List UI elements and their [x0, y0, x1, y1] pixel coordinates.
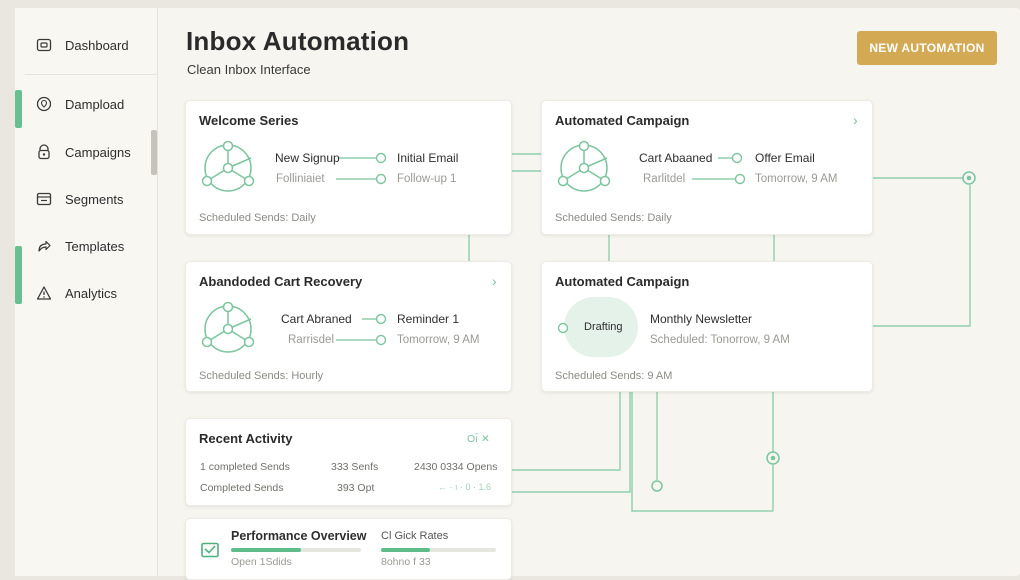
sidebar-item-label: Templates — [65, 238, 125, 254]
sidebar: Dashboard Dampload Campaigns Segments — [15, 8, 158, 576]
sidebar-item-label: Dampload — [65, 96, 125, 112]
newsletter-label: Monthly Newsletter — [650, 312, 753, 326]
open-rate-bar — [231, 548, 361, 552]
sidebar-item-dashboard[interactable]: Dashboard — [15, 28, 158, 62]
window-icon — [35, 190, 53, 208]
activity-cell: 1 completed Sends — [200, 461, 290, 473]
share-icon — [35, 237, 53, 255]
sidebar-item-label: Analytics — [65, 285, 118, 301]
action-label: Reminder 1 — [397, 312, 460, 326]
action-sublabel: Follow-up 1 — [397, 173, 457, 185]
click-rate-label: 8ohno f 33 — [381, 556, 431, 568]
card-connectors — [692, 152, 746, 185]
performance-overview-card: Performance Overview Open 1Sdids Cl Gick… — [185, 518, 512, 580]
sidebar-item-segments[interactable]: Segments — [15, 182, 158, 216]
sidebar-item-templates[interactable]: Templates — [15, 229, 158, 263]
abandoned-cart-card[interactable]: Abandoded Cart Recovery › Cart Abraned R… — [185, 261, 512, 392]
location-pin-icon — [35, 95, 53, 113]
sidebar-item-label: Dashboard — [65, 37, 129, 53]
workflow-node-graph-icon — [557, 140, 611, 192]
status-label: Drafting — [584, 321, 623, 333]
trigger-sublabel: Rarlitdel — [643, 173, 686, 185]
warning-icon — [35, 284, 53, 302]
activity-cell: 393 Opt — [337, 482, 375, 494]
recent-activity-card: Recent Activity Oı̄ ✕ 1 completed Sends … — [185, 418, 512, 506]
action-label: Offer Email — [755, 151, 815, 165]
activity-cell: ← · ı · 0 · 1.6 — [438, 482, 492, 492]
automated-campaign-card[interactable]: Automated Campaign Drafting Monthly News… — [541, 261, 873, 392]
card-title: Welcome Series — [199, 113, 299, 128]
action-sublabel: Tomorrow, 9 AM — [397, 334, 480, 346]
app-window: Dashboard Dampload Campaigns Segments — [15, 8, 1020, 580]
sidebar-item-dampload[interactable]: Dampload — [15, 87, 158, 121]
mail-check-icon — [201, 542, 219, 558]
sidebar-item-campaigns[interactable]: Campaigns — [15, 135, 158, 169]
schedule-text: Scheduled Sends: Daily — [555, 212, 672, 224]
chevron-right-icon[interactable]: › — [853, 112, 858, 128]
card-title: Recent Activity — [199, 431, 293, 446]
automated-campaign-card[interactable]: Automated Campaign › Cart Abaaned Rarlit… — [541, 100, 873, 235]
card-title: Performance Overview — [231, 529, 367, 543]
activity-cell: 333 Senfs — [331, 461, 379, 473]
active-indicator — [15, 246, 22, 304]
activity-cell: 2430 0334 Opens — [414, 461, 498, 473]
sidebar-scrollbar[interactable] — [151, 130, 157, 175]
card-title: Automated Campaign — [555, 113, 690, 128]
newsletter-schedule: Scheduled: Tonorrow, 9 AM — [650, 334, 790, 346]
trigger-sublabel: Rarrisdel — [288, 334, 335, 346]
sidebar-item-label: Segments — [65, 191, 124, 207]
workflow-node-graph-icon — [201, 140, 255, 192]
page-title: Inbox Automation — [186, 26, 410, 56]
click-rate-fill — [381, 548, 431, 552]
schedule-text: Scheduled Sends: 9 AM — [555, 370, 673, 382]
trigger-label: Cart Abaaned — [639, 151, 713, 165]
trigger-sublabel: Folliniaiet — [276, 173, 325, 185]
click-rate-bar — [381, 548, 496, 552]
open-rate-label: Open 1Sdids — [231, 556, 292, 568]
card-connectors — [336, 313, 387, 346]
active-indicator — [15, 90, 22, 128]
lock-icon — [35, 143, 53, 161]
sidebar-divider — [25, 74, 158, 75]
action-label: Initial Email — [397, 151, 459, 165]
new-automation-button[interactable]: NEW AUTOMATION — [857, 31, 997, 65]
action-sublabel: Tomorrow, 9 AM — [755, 173, 838, 185]
activity-cell: Completed Sends — [200, 482, 284, 494]
card-connectors — [336, 152, 387, 185]
page-subtitle: Clean Inbox Interface — [187, 62, 311, 77]
dashboard-icon — [35, 36, 53, 54]
activity-controls-icon[interactable]: Oı̄ ✕ — [467, 433, 490, 445]
open-rate-fill — [231, 548, 302, 552]
sidebar-item-label: Campaigns — [65, 144, 131, 160]
schedule-text: Scheduled Sends: Daily — [199, 212, 316, 224]
click-rate-title: Cl Gick Rates — [381, 530, 449, 542]
trigger-label: Cart Abraned — [281, 312, 352, 326]
card-title: Automated Campaign — [555, 274, 690, 289]
chevron-right-icon[interactable]: › — [492, 273, 497, 289]
schedule-text: Scheduled Sends: Hourly — [199, 370, 324, 382]
welcome-series-card[interactable]: Welcome Series New Signup Folliniaiet In… — [185, 100, 512, 235]
sidebar-item-analytics[interactable]: Analytics — [15, 276, 158, 310]
draft-status-pill — [564, 297, 638, 357]
workflow-node-graph-icon — [201, 301, 255, 353]
status-radio-icon — [557, 322, 569, 334]
trigger-label: New Signup — [275, 151, 340, 165]
card-title: Abandoded Cart Recovery — [199, 274, 363, 289]
